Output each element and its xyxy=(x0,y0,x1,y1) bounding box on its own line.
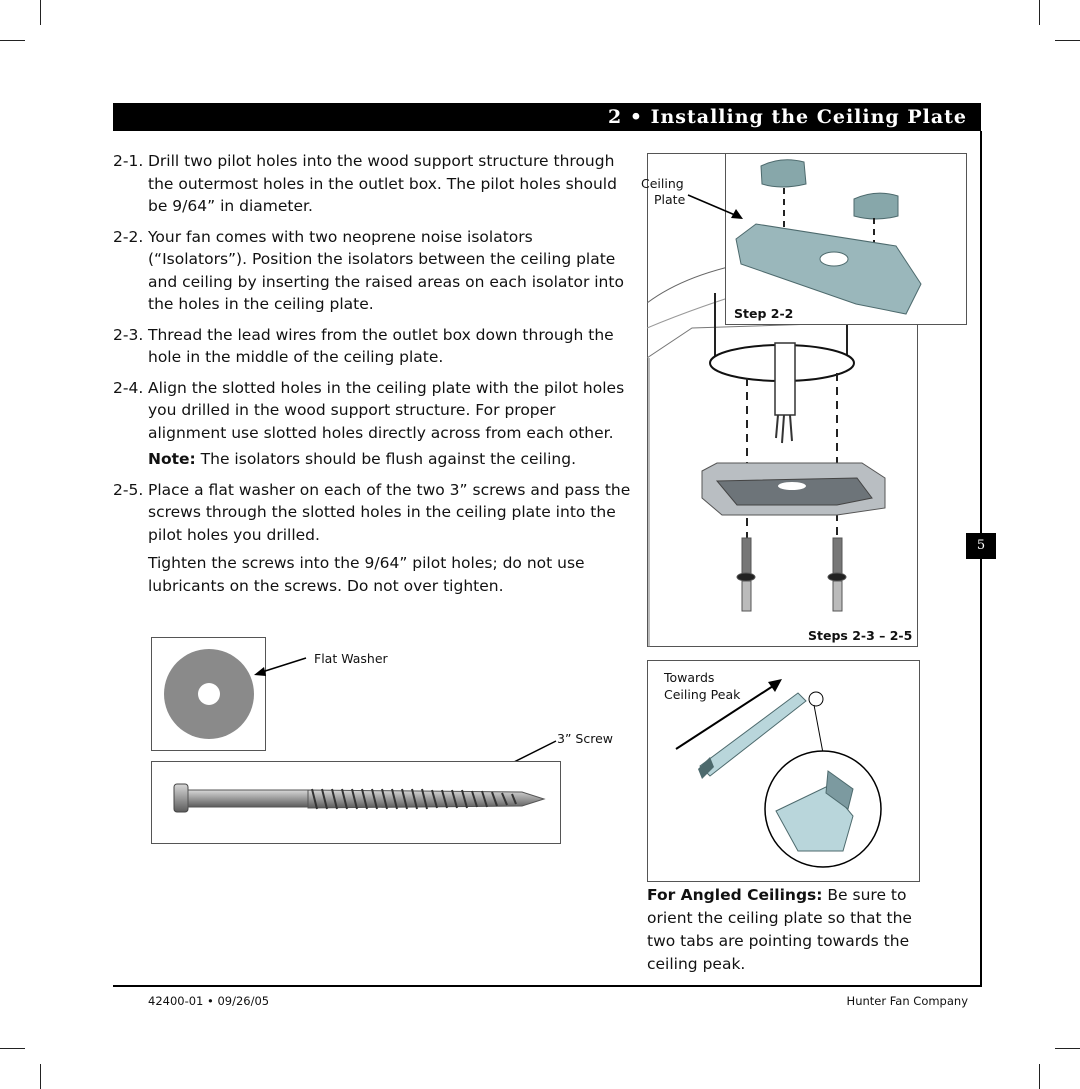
crop-mark xyxy=(0,1048,25,1049)
note-text: The isolators should be flush against th… xyxy=(195,450,577,468)
isolator-ceiling-plate-icon xyxy=(735,159,922,315)
crop-mark xyxy=(0,40,25,41)
angled-label: For Angled Ceilings: xyxy=(647,886,823,904)
angled-ceiling-plate-icon xyxy=(675,679,882,868)
step-number: 2-1. xyxy=(113,152,144,170)
step-item: 2-5. Place a flat washer on each of the … xyxy=(113,479,633,547)
step-text: Thread the lead wires from the outlet bo… xyxy=(148,325,614,367)
right-border xyxy=(980,131,982,987)
step-2-2-caption: Step 2-2 xyxy=(734,306,794,321)
note: Note: The isolators should be flush agai… xyxy=(148,448,633,471)
crop-mark xyxy=(1055,1048,1080,1049)
ceiling-plate-install-icon xyxy=(646,153,918,647)
step-item: 2-4. Align the slotted holes in the ceil… xyxy=(113,377,633,445)
step-text: Align the slotted holes in the ceiling p… xyxy=(148,378,625,442)
step-text: Place a flat washer on each of the two 3… xyxy=(148,480,631,544)
note-label: Note: xyxy=(148,450,196,468)
flat-washer-label: Flat Washer xyxy=(314,651,388,666)
screw-pair xyxy=(736,537,847,612)
crop-mark xyxy=(1055,40,1080,41)
crop-mark xyxy=(40,1064,41,1089)
bottom-border xyxy=(113,985,982,987)
step-item: 2-2. Your fan comes with two neoprene no… xyxy=(113,226,633,316)
steps-2-3-2-5-caption: Steps 2-3 – 2-5 xyxy=(808,628,913,643)
tighten-text: Tighten the screws into the 9/64” pilot … xyxy=(148,554,585,595)
screw-figure xyxy=(151,761,561,844)
section-header: 2 • Installing the Ceiling Plate xyxy=(113,103,981,131)
ceiling-plate-label-1: Ceiling xyxy=(641,176,684,191)
washer-figure xyxy=(151,637,266,751)
angled-ceiling-note: For Angled Ceilings: Be sure to orient t… xyxy=(647,884,937,976)
footer-doc-id: 42400-01 • 09/26/05 xyxy=(148,994,270,1008)
section-title: 2 • Installing the Ceiling Plate xyxy=(608,106,967,128)
step-2-2-inset xyxy=(725,153,967,325)
crop-mark xyxy=(1039,0,1040,25)
step-number: 2-3. xyxy=(113,325,144,344)
step-text: Drill two pilot holes into the wood supp… xyxy=(148,152,617,215)
ceiling-plate-arrow-icon xyxy=(687,194,743,219)
step-number: 2-2. xyxy=(113,227,144,246)
step-number: 2-4. xyxy=(113,378,144,397)
page-number: 5 xyxy=(966,533,996,559)
crop-mark xyxy=(1039,1064,1040,1089)
towards-label-1: Towards xyxy=(664,670,715,685)
screw-icon xyxy=(173,783,546,813)
step-item: 2-1. Drill two pilot holes into the wood… xyxy=(113,150,633,218)
ceiling-plate-label-2: Plate xyxy=(654,192,686,207)
screw-label: 3” Screw xyxy=(557,731,613,746)
towards-label-2: Ceiling Peak xyxy=(664,687,741,702)
angled-text: Be sure to orient the ceiling plate so t… xyxy=(647,886,912,973)
step-number: 2-5. xyxy=(113,480,144,499)
step-item: 2-3. Thread the lead wires from the outl… xyxy=(113,324,633,369)
flat-washer-icon xyxy=(164,649,254,739)
crop-mark xyxy=(40,0,41,25)
angled-ceiling-figure xyxy=(647,660,920,882)
instruction-list: 2-1. Drill two pilot holes into the wood… xyxy=(113,150,633,605)
washer-arrow-icon xyxy=(254,657,307,676)
step-text: Your fan comes with two neoprene noise i… xyxy=(148,227,624,314)
footer-company: Hunter Fan Company xyxy=(846,994,968,1008)
